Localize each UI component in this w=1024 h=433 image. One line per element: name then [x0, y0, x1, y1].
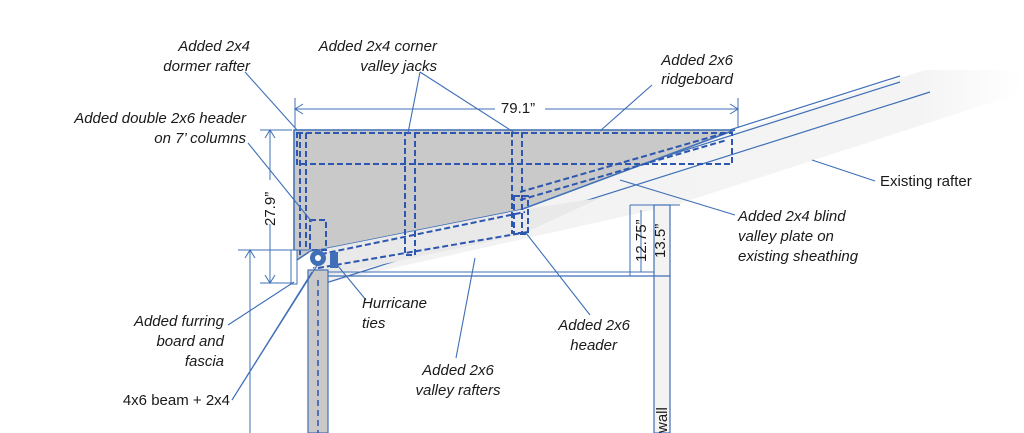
- leader-furring: [227, 281, 295, 326]
- dim-height-arrow-top: [264, 129, 276, 139]
- label-valley-jacks-1: Added 2x4 corner: [318, 38, 438, 55]
- valley-rafter-1: [311, 211, 526, 257]
- label-header-1: Added 2x6: [557, 317, 630, 334]
- valley-jack-2: [511, 132, 523, 234]
- dim-width-arrow-right: [729, 103, 739, 115]
- label-ridgeboard-2: ridgeboard: [661, 71, 733, 88]
- dim-height-label: 27.9”: [262, 192, 279, 226]
- hurricane-tie-plate: [330, 252, 338, 268]
- dim-width-label-bg: [495, 98, 545, 116]
- label-double-header-1: Added double 2x6 header: [73, 110, 247, 127]
- dim-width-arrow-left: [294, 103, 304, 115]
- label-blind-plate-3: existing sheathing: [738, 248, 859, 265]
- wall-label: wall: [654, 407, 671, 433]
- beam-dim-arrow: [244, 249, 256, 259]
- label-furring-3: fascia: [185, 353, 224, 370]
- leader-existing-rafter: [811, 159, 876, 182]
- fascia-board: [290, 249, 298, 285]
- label-hurricane-2: ties: [362, 315, 386, 332]
- leader-hurricane: [337, 265, 367, 301]
- label-header-2: header: [570, 337, 618, 354]
- label-blind-plate-2: valley plate on: [738, 228, 834, 245]
- leader-jacks-1: [407, 71, 421, 134]
- leader-double-header: [247, 142, 313, 223]
- hurricane-tie-bolt-inner: [315, 255, 321, 261]
- added-2x6-header-box: [513, 195, 529, 235]
- leader-jacks-2: [419, 71, 516, 134]
- leader-blind-plate: [619, 179, 736, 216]
- label-valley-rafters-1: Added 2x6: [421, 362, 494, 379]
- leader-ridgeboard: [599, 84, 653, 132]
- leader-beam-2: [231, 263, 319, 401]
- label-furring-1: Added furring: [133, 313, 225, 330]
- label-hurricane-1: Hurricane: [362, 295, 427, 312]
- dim-width-label: 79.1”: [501, 100, 535, 117]
- label-furring-2: board and: [156, 333, 224, 350]
- rise-dim-label-1: 12.75”: [633, 219, 650, 262]
- leader-dormer-rafter: [244, 71, 298, 131]
- label-blind-plate-1: Added 2x4 blind: [737, 208, 846, 225]
- label-ridgeboard-1: Added 2x6: [660, 52, 733, 69]
- leader-valley-rafters: [455, 257, 476, 359]
- dim-height-arrow-bottom: [264, 274, 276, 284]
- leader-header: [525, 232, 591, 316]
- dim-height-label-bg: [262, 180, 278, 224]
- label-valley-jacks-2: valley jacks: [360, 58, 437, 75]
- label-valley-rafters-2: valley rafters: [415, 382, 501, 399]
- valley-jack-1: [404, 132, 416, 256]
- label-beam: 4x6 beam + 2x4: [123, 392, 230, 409]
- label-existing-rafter: Existing rafter: [880, 173, 972, 190]
- rise-dim-label-2: 13.5”: [652, 224, 669, 258]
- label-dormer-rafter-2: dormer rafter: [163, 58, 251, 75]
- label-double-header-2: on 7’ columns: [154, 130, 246, 147]
- label-dormer-rafter-1: Added 2x4: [177, 38, 250, 55]
